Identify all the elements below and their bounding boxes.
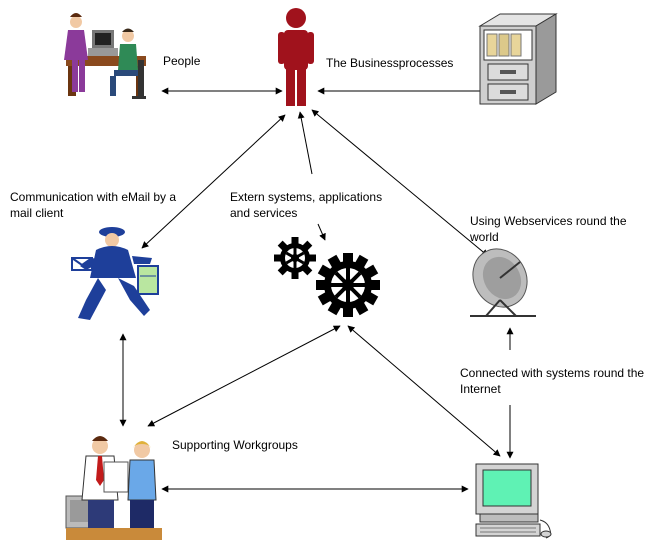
arrow-gears-computer [347, 325, 501, 457]
workgroup-people-icon [65, 436, 162, 540]
label-internet: Connected with systems round the Interne… [460, 366, 645, 396]
filing-cabinet-icon [478, 13, 558, 105]
label-people: People [163, 54, 201, 68]
person-figure-icon [278, 8, 314, 106]
label-extern: Extern systems, applications and service… [230, 190, 383, 220]
label-businessprocesses: The Businessprocesses [326, 56, 454, 70]
people-at-desk-icon [64, 13, 146, 99]
arrow-to-gears [317, 223, 326, 241]
arrow-gears-workgroups [147, 325, 341, 427]
arrow-business-email [141, 114, 286, 249]
satellite-dish-icon [470, 248, 536, 317]
mail-carrier-icon [71, 227, 159, 320]
arrow-extern-business [297, 111, 313, 175]
computer-icon [475, 463, 552, 539]
label-email: Communication with eMail by a mail clien… [10, 190, 177, 220]
label-webservices: Using Webservices round the world [470, 214, 627, 244]
arrow-business-webservices [311, 109, 489, 257]
label-workgroups: Supporting Workgroups [172, 438, 298, 452]
connectors [119, 87, 514, 493]
gears-icon [274, 237, 380, 317]
